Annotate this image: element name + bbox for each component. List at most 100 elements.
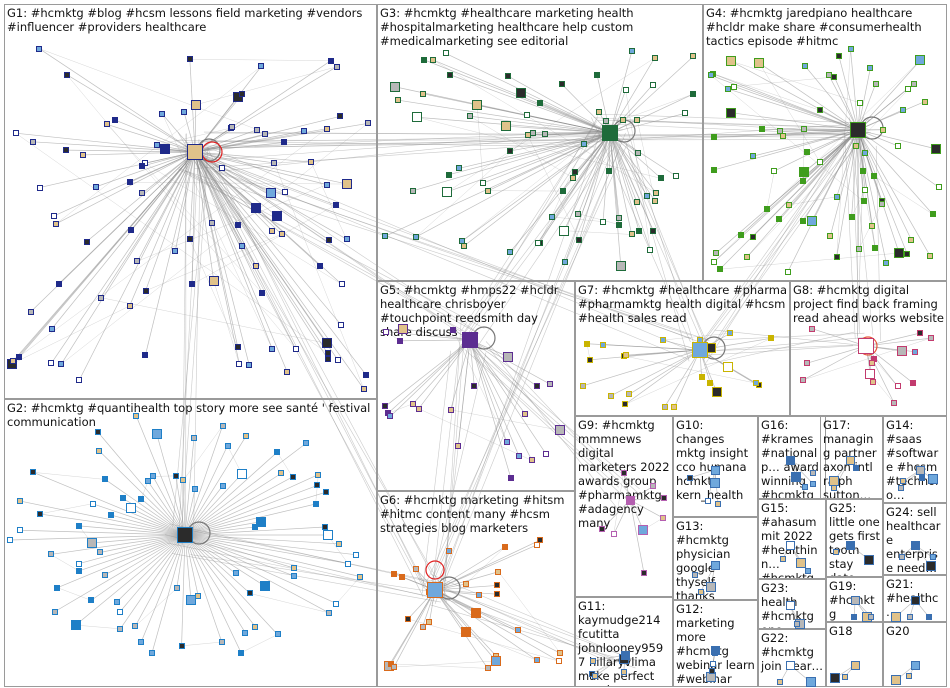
vertex-icon[interactable] bbox=[661, 403, 668, 410]
vertex-icon[interactable] bbox=[75, 567, 82, 574]
vertex-icon[interactable] bbox=[420, 56, 427, 63]
vertex-icon[interactable] bbox=[419, 90, 426, 97]
vertex-icon[interactable] bbox=[869, 222, 876, 229]
vertex-icon[interactable] bbox=[584, 340, 591, 347]
vertex-icon[interactable] bbox=[640, 569, 647, 576]
vertex-icon[interactable] bbox=[325, 356, 332, 363]
vertex-icon[interactable] bbox=[710, 259, 717, 266]
vertex-icon[interactable] bbox=[271, 159, 278, 166]
vertex-icon[interactable] bbox=[878, 200, 885, 207]
vertex-icon[interactable] bbox=[894, 142, 901, 149]
vertex-icon[interactable] bbox=[239, 91, 246, 98]
vertex-icon[interactable] bbox=[258, 63, 265, 70]
vertex-icon[interactable] bbox=[450, 326, 457, 333]
vertex-icon[interactable] bbox=[218, 639, 225, 646]
vertex-icon[interactable] bbox=[534, 240, 541, 247]
vertex-icon[interactable] bbox=[862, 149, 869, 156]
vertex-icon[interactable] bbox=[784, 269, 791, 276]
hub-vertex-icon[interactable] bbox=[858, 338, 874, 354]
vertex-icon[interactable] bbox=[835, 52, 842, 59]
vertex-icon[interactable] bbox=[506, 249, 513, 256]
vertex-icon[interactable] bbox=[17, 498, 24, 505]
vertex-icon[interactable] bbox=[710, 166, 717, 173]
vertex-icon[interactable] bbox=[343, 236, 350, 243]
vertex-icon[interactable] bbox=[802, 483, 809, 490]
vertex-icon[interactable] bbox=[894, 248, 905, 259]
vertex-icon[interactable] bbox=[333, 600, 340, 607]
vertex-icon[interactable] bbox=[126, 302, 133, 309]
vertex-icon[interactable] bbox=[426, 618, 433, 625]
vertex-icon[interactable] bbox=[610, 531, 617, 538]
vertex-icon[interactable] bbox=[651, 54, 658, 61]
vertex-icon[interactable] bbox=[625, 391, 632, 398]
vertex-icon[interactable] bbox=[831, 484, 838, 491]
vertex-icon[interactable] bbox=[805, 567, 812, 574]
vertex-icon[interactable] bbox=[472, 100, 483, 111]
vertex-icon[interactable] bbox=[926, 614, 933, 620]
vertex-icon[interactable] bbox=[456, 165, 463, 172]
vertex-icon[interactable] bbox=[395, 97, 402, 104]
vertex-icon[interactable] bbox=[554, 425, 565, 436]
hub-vertex-icon[interactable] bbox=[625, 495, 635, 505]
vertex-icon[interactable] bbox=[178, 642, 185, 649]
vertex-icon[interactable] bbox=[224, 442, 231, 449]
vertex-icon[interactable] bbox=[809, 470, 816, 477]
vertex-icon[interactable] bbox=[804, 149, 810, 156]
vertex-icon[interactable] bbox=[894, 383, 901, 390]
vertex-icon[interactable] bbox=[801, 125, 807, 132]
vertex-icon[interactable] bbox=[185, 594, 196, 605]
vertex-icon[interactable] bbox=[704, 497, 711, 504]
vertex-icon[interactable] bbox=[758, 126, 765, 133]
hub-vertex-icon[interactable] bbox=[785, 540, 795, 550]
vertex-icon[interactable] bbox=[710, 477, 721, 488]
vertex-icon[interactable] bbox=[396, 337, 403, 344]
vertex-icon[interactable] bbox=[515, 87, 526, 98]
vertex-icon[interactable] bbox=[104, 121, 111, 128]
vertex-icon[interactable] bbox=[172, 472, 179, 479]
vertex-icon[interactable] bbox=[471, 607, 482, 618]
vertex-icon[interactable] bbox=[869, 359, 876, 366]
vertex-icon[interactable] bbox=[726, 56, 737, 67]
vertex-icon[interactable] bbox=[606, 168, 613, 174]
vertex-icon[interactable] bbox=[503, 439, 510, 446]
vertex-icon[interactable] bbox=[269, 227, 276, 234]
vertex-icon[interactable] bbox=[857, 100, 864, 106]
vertex-icon[interactable] bbox=[495, 568, 502, 575]
vertex-icon[interactable] bbox=[507, 147, 514, 154]
vertex-icon[interactable] bbox=[731, 83, 738, 90]
vertex-icon[interactable] bbox=[334, 356, 341, 363]
vertex-icon[interactable] bbox=[284, 369, 291, 376]
vertex-icon[interactable] bbox=[232, 92, 243, 103]
vertex-icon[interactable] bbox=[848, 213, 855, 220]
vertex-icon[interactable] bbox=[208, 276, 219, 287]
hub-vertex-icon[interactable] bbox=[785, 660, 795, 670]
vertex-icon[interactable] bbox=[816, 107, 823, 114]
vertex-icon[interactable] bbox=[833, 253, 840, 260]
vertex-icon[interactable] bbox=[54, 584, 61, 591]
vertex-icon[interactable] bbox=[127, 227, 134, 234]
vertex-icon[interactable] bbox=[503, 351, 514, 362]
vertex-icon[interactable] bbox=[139, 190, 146, 197]
vertex-icon[interactable] bbox=[529, 129, 536, 136]
vertex-icon[interactable] bbox=[102, 476, 109, 483]
vertex-icon[interactable] bbox=[189, 281, 196, 288]
vertex-icon[interactable] bbox=[181, 109, 188, 116]
vertex-icon[interactable] bbox=[726, 107, 737, 118]
vertex-icon[interactable] bbox=[868, 614, 875, 620]
vertex-icon[interactable] bbox=[94, 428, 101, 435]
vertex-icon[interactable] bbox=[800, 218, 807, 225]
vertex-icon[interactable] bbox=[628, 47, 635, 54]
vertex-icon[interactable] bbox=[289, 473, 296, 480]
vertex-icon[interactable] bbox=[799, 377, 806, 384]
vertex-icon[interactable] bbox=[779, 556, 786, 563]
vertex-icon[interactable] bbox=[322, 338, 333, 349]
vertex-icon[interactable] bbox=[259, 289, 266, 296]
vertex-icon[interactable] bbox=[904, 250, 911, 257]
vertex-icon[interactable] bbox=[737, 232, 744, 239]
vertex-icon[interactable] bbox=[515, 626, 522, 633]
vertex-icon[interactable] bbox=[710, 134, 717, 141]
hub-vertex-icon[interactable] bbox=[915, 465, 925, 475]
vertex-icon[interactable] bbox=[615, 261, 626, 272]
vertex-icon[interactable] bbox=[251, 203, 262, 214]
vertex-icon[interactable] bbox=[809, 325, 816, 332]
